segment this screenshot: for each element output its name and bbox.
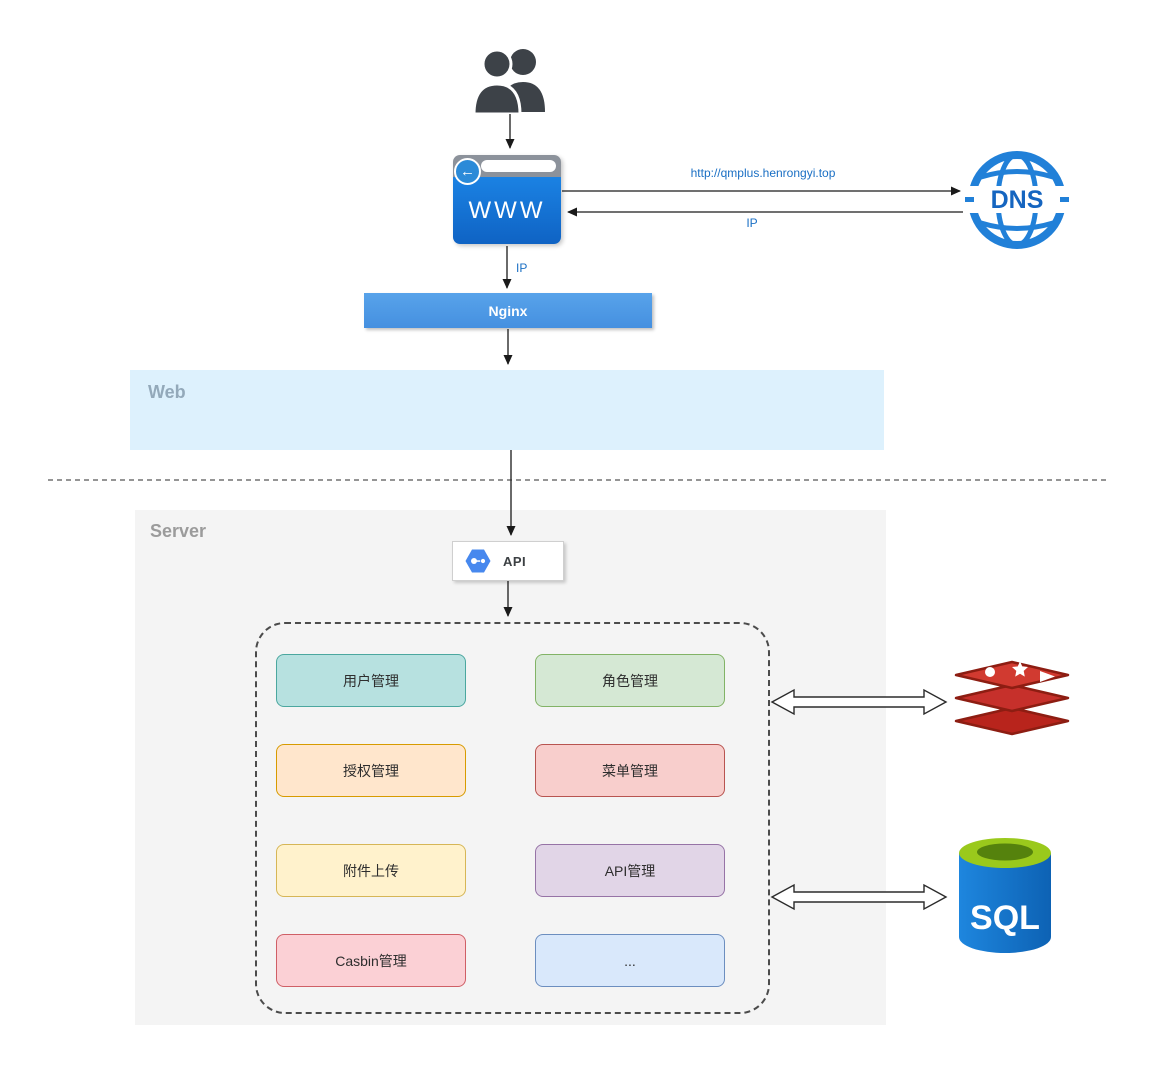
- redis-icon: [954, 660, 1070, 736]
- dns-label: DNS: [991, 186, 1044, 214]
- web-region: Web: [130, 370, 884, 450]
- module-label: ...: [624, 952, 636, 969]
- edge-label-url: http://qmplus.henrongyi.top: [690, 166, 836, 180]
- browser-node: ← WWW: [453, 155, 561, 244]
- edge-label-ip-response: IP: [746, 216, 758, 230]
- server-region-label: Server: [150, 521, 207, 541]
- module-label: API管理: [604, 862, 656, 879]
- modules-container: [255, 622, 770, 1014]
- dns-node: DNS: [963, 148, 1071, 252]
- module-label: 授权管理: [343, 762, 399, 779]
- module-menu-management: 菜单管理: [535, 744, 725, 797]
- sql-label: SQL: [970, 899, 1040, 937]
- module-label: 角色管理: [602, 672, 658, 689]
- module-label: Casbin管理: [335, 952, 407, 969]
- module-label: 附件上传: [343, 862, 399, 879]
- api-hexagon-icon: [465, 549, 491, 573]
- module-api-management: API管理: [535, 844, 725, 897]
- module-label: 菜单管理: [602, 762, 658, 779]
- api-gateway-label: API: [503, 553, 527, 569]
- module-user-management: 用户管理: [276, 654, 466, 707]
- sql-database-node: SQL: [953, 833, 1057, 959]
- module-file-upload: 附件上传: [276, 844, 466, 897]
- users-icon: [472, 48, 545, 116]
- redis-node: [952, 652, 1072, 744]
- api-gateway-node: API: [452, 541, 564, 581]
- dns-globe-icon: DNS: [963, 151, 1071, 249]
- server-region: Server: [135, 510, 886, 1025]
- nginx-node: Nginx: [364, 293, 652, 328]
- back-arrow-icon: ←: [454, 158, 481, 185]
- web-region-label: Web: [148, 382, 186, 402]
- edge-label-ip-nginx: IP: [516, 261, 528, 275]
- browser-address-bar: [481, 160, 556, 172]
- module-auth-management: 授权管理: [276, 744, 466, 797]
- browser-label: WWW: [453, 177, 561, 244]
- module-role-management: 角色管理: [535, 654, 725, 707]
- users-node: [468, 48, 552, 116]
- module-more: ...: [535, 934, 725, 987]
- sql-database-icon: SQL: [959, 838, 1051, 953]
- module-casbin-management: Casbin管理: [276, 934, 466, 987]
- module-label: 用户管理: [343, 672, 399, 689]
